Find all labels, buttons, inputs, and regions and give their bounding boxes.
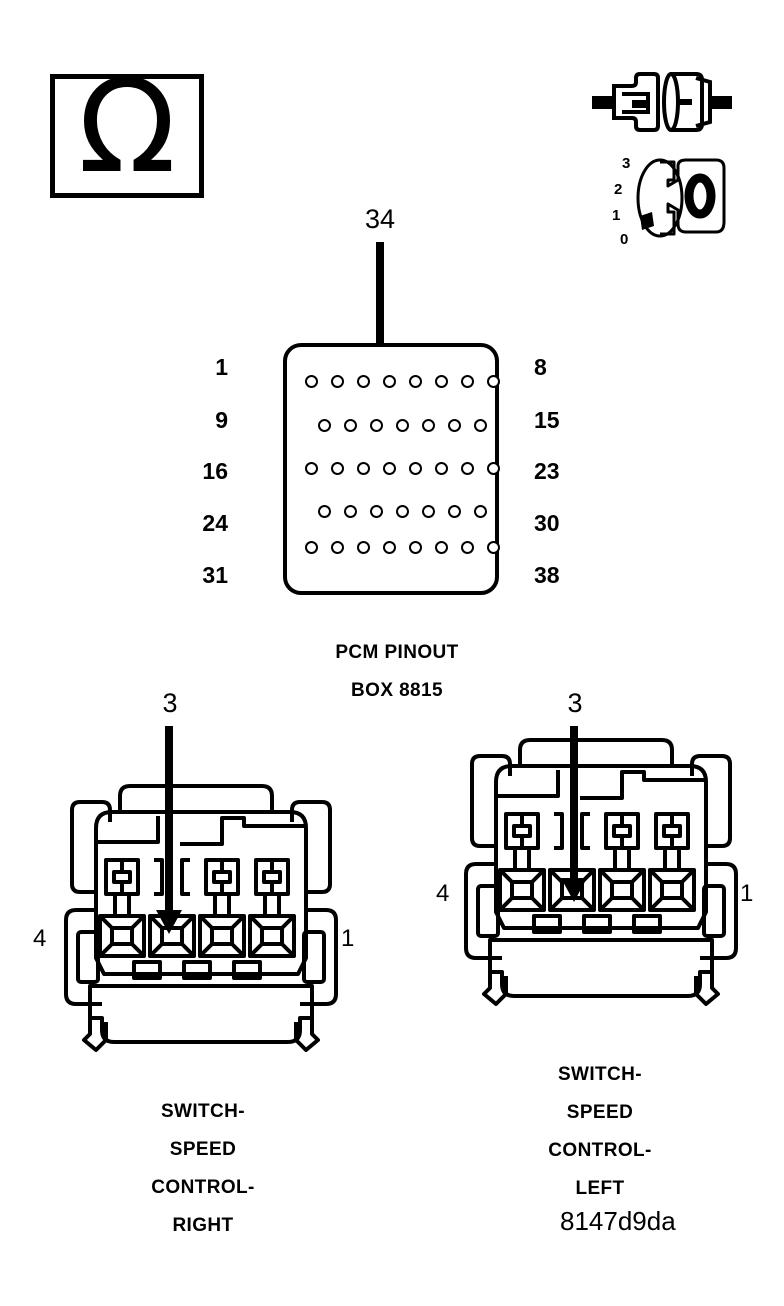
pcm-pin-22 <box>461 462 474 475</box>
pcm-callout-label: 34 <box>364 204 396 234</box>
pcm-pin-number-23: 23 <box>534 458 560 484</box>
pcm-pin-number-9: 9 <box>215 407 228 433</box>
pcm-pin-3 <box>357 375 370 388</box>
pcm-pin-29 <box>448 505 461 518</box>
pcm-pin-number-38: 38 <box>534 562 560 588</box>
ignition-key-icon: 3 2 1 0 <box>612 150 742 250</box>
left-connector-callout-label: 3 <box>162 688 178 718</box>
pcm-caption-line-2: BOX 8815 <box>351 680 443 701</box>
left-connector-caption-line-3: CONTROL- <box>151 1177 255 1198</box>
pcm-pin-32 <box>331 541 344 554</box>
pcm-pin-28 <box>422 505 435 518</box>
right-connector-callout-arrow-shaft <box>570 726 578 888</box>
pcm-pin-number-1: 1 <box>215 354 228 380</box>
connector-switch-speed-control-right <box>62 782 340 1060</box>
pcm-pin-35 <box>409 541 422 554</box>
pcm-pin-24 <box>318 505 331 518</box>
left-connector-cavity-number-1: 1 <box>341 925 355 952</box>
svg-text:1: 1 <box>612 207 620 224</box>
pcm-pin-1 <box>305 375 318 388</box>
right-connector-callout-label: 3 <box>567 688 583 718</box>
pcm-pin-14 <box>448 419 461 432</box>
right-connector-cavity-number-1: 1 <box>740 880 754 907</box>
left-connector-cavity-number-4: 4 <box>33 925 47 952</box>
pcm-pin-16 <box>305 462 318 475</box>
pcm-pin-13 <box>422 419 435 432</box>
right-connector-caption-line-3: CONTROL- <box>548 1140 652 1161</box>
left-connector-caption-line-1: SWITCH- <box>160 1101 246 1122</box>
ohmmeter-icon: Ω <box>50 63 204 198</box>
pcm-pin-19 <box>383 462 396 475</box>
svg-text:2: 2 <box>614 181 622 198</box>
right-connector-caption-line-1: SWITCH- <box>557 1064 643 1085</box>
pcm-pin-number-8: 8 <box>534 354 547 380</box>
ohm-symbol-glyph: Ω <box>78 53 176 202</box>
right-connector-caption-line-2: SPEED <box>566 1102 634 1123</box>
right-connector-caption: SWITCH- SPEED CONTROL- LEFT <box>495 1056 705 1208</box>
svg-text:0: 0 <box>620 231 628 248</box>
pcm-pin-grid <box>283 343 500 595</box>
right-connector-cavity-number-4: 4 <box>436 880 450 907</box>
left-connector-callout-arrow-shaft <box>165 726 173 920</box>
pcm-caption-line-1: PCM PINOUT <box>335 642 459 663</box>
pcm-pin-17 <box>331 462 344 475</box>
left-connector-caption: SWITCH- SPEED CONTROL- RIGHT <box>78 1093 328 1245</box>
pcm-pin-8 <box>487 375 500 388</box>
pcm-pin-27 <box>396 505 409 518</box>
pcm-pin-10 <box>344 419 357 432</box>
left-connector-caption-line-4: RIGHT <box>172 1215 234 1236</box>
disconnect-connector-icon <box>592 72 732 134</box>
connector-switch-speed-control-left <box>462 736 740 1014</box>
pcm-pin-31 <box>305 541 318 554</box>
pcm-pin-4 <box>383 375 396 388</box>
svg-text:3: 3 <box>622 155 630 172</box>
left-connector-caption-line-2: SPEED <box>169 1139 237 1160</box>
drawing-code: 8147d9da <box>560 1206 676 1236</box>
pcm-pin-15 <box>474 419 487 432</box>
pcm-pin-34 <box>383 541 396 554</box>
pcm-pin-number-15: 15 <box>534 407 560 433</box>
pcm-pin-12 <box>396 419 409 432</box>
pcm-pin-26 <box>370 505 383 518</box>
pcm-pin-11 <box>370 419 383 432</box>
pcm-pin-18 <box>357 462 370 475</box>
pcm-pin-number-31: 31 <box>202 562 228 588</box>
pcm-pin-20 <box>409 462 422 475</box>
pcm-pin-2 <box>331 375 344 388</box>
pcm-pin-number-30: 30 <box>534 510 560 536</box>
pcm-pin-23 <box>487 462 500 475</box>
pcm-pin-6 <box>435 375 448 388</box>
pcm-pin-21 <box>435 462 448 475</box>
pcm-pin-9 <box>318 419 331 432</box>
pcm-pin-30 <box>474 505 487 518</box>
pcm-pin-33 <box>357 541 370 554</box>
pcm-pin-number-16: 16 <box>202 458 228 484</box>
pcm-pin-38 <box>487 541 500 554</box>
pcm-pin-37 <box>461 541 474 554</box>
pcm-pin-number-24: 24 <box>202 510 228 536</box>
pcm-pin-36 <box>435 541 448 554</box>
pcm-pin-5 <box>409 375 422 388</box>
pcm-caption: PCM PINOUT BOX 8815 <box>272 634 522 710</box>
right-connector-caption-line-4: LEFT <box>575 1178 625 1199</box>
pcm-pin-7 <box>461 375 474 388</box>
pcm-pin-25 <box>344 505 357 518</box>
